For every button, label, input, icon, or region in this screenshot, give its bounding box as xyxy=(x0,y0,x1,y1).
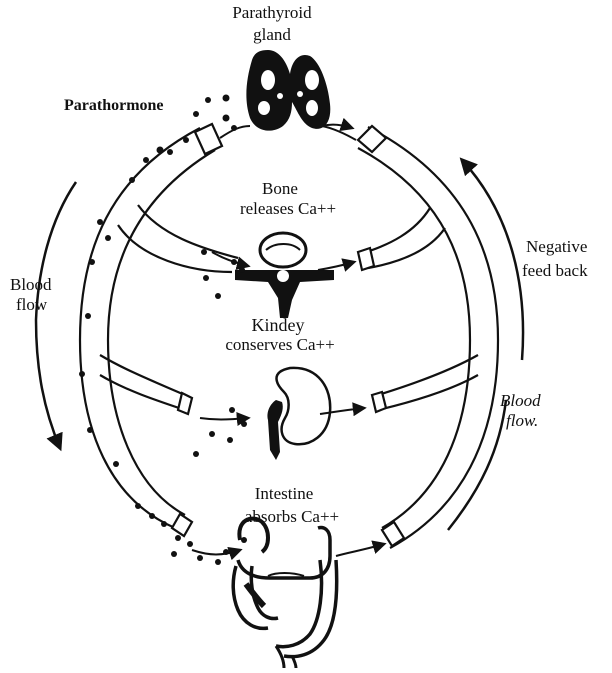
blood-flow-right-label-line2: flow. xyxy=(506,412,538,430)
calcium-ion-dots xyxy=(79,95,247,566)
gland-vessels xyxy=(220,126,356,140)
bone-vertebra-illustration xyxy=(235,233,334,318)
negative-feedback-label-line2: feed back xyxy=(522,262,588,280)
intestine-label-line1: Intestine xyxy=(255,485,314,503)
bone-label-line1: Bone xyxy=(262,180,298,198)
parathormone-label: Parathormone xyxy=(64,98,164,115)
intestine-label-line2: absorbs Ca++ xyxy=(245,508,339,526)
kidney-label-line1: Kindey xyxy=(252,316,305,335)
intestine-illustration xyxy=(233,519,336,668)
blood-flow-right-label-line1: Blood xyxy=(500,392,541,410)
parathyroid-gland-illustration xyxy=(246,50,330,131)
negative-feedback-arrow xyxy=(462,160,523,360)
blood-flow-left-label-line2: flow xyxy=(16,296,47,314)
kidney-label-line2: conserves Ca++ xyxy=(225,336,334,354)
left-main-vessel xyxy=(80,128,215,528)
negative-feedback-label-line1: Negative xyxy=(526,238,587,256)
parathyroid-label-line2: gland xyxy=(253,26,291,44)
parathyroid-label-line1: Parathyroid xyxy=(232,4,311,22)
blood-flow-right-arrow xyxy=(448,400,506,530)
blood-flow-left-arrow xyxy=(36,182,76,448)
right-main-vessel xyxy=(358,127,498,548)
blood-flow-left-label-line1: Blood xyxy=(10,276,52,294)
bone-label-line2: releases Ca++ xyxy=(240,200,336,218)
